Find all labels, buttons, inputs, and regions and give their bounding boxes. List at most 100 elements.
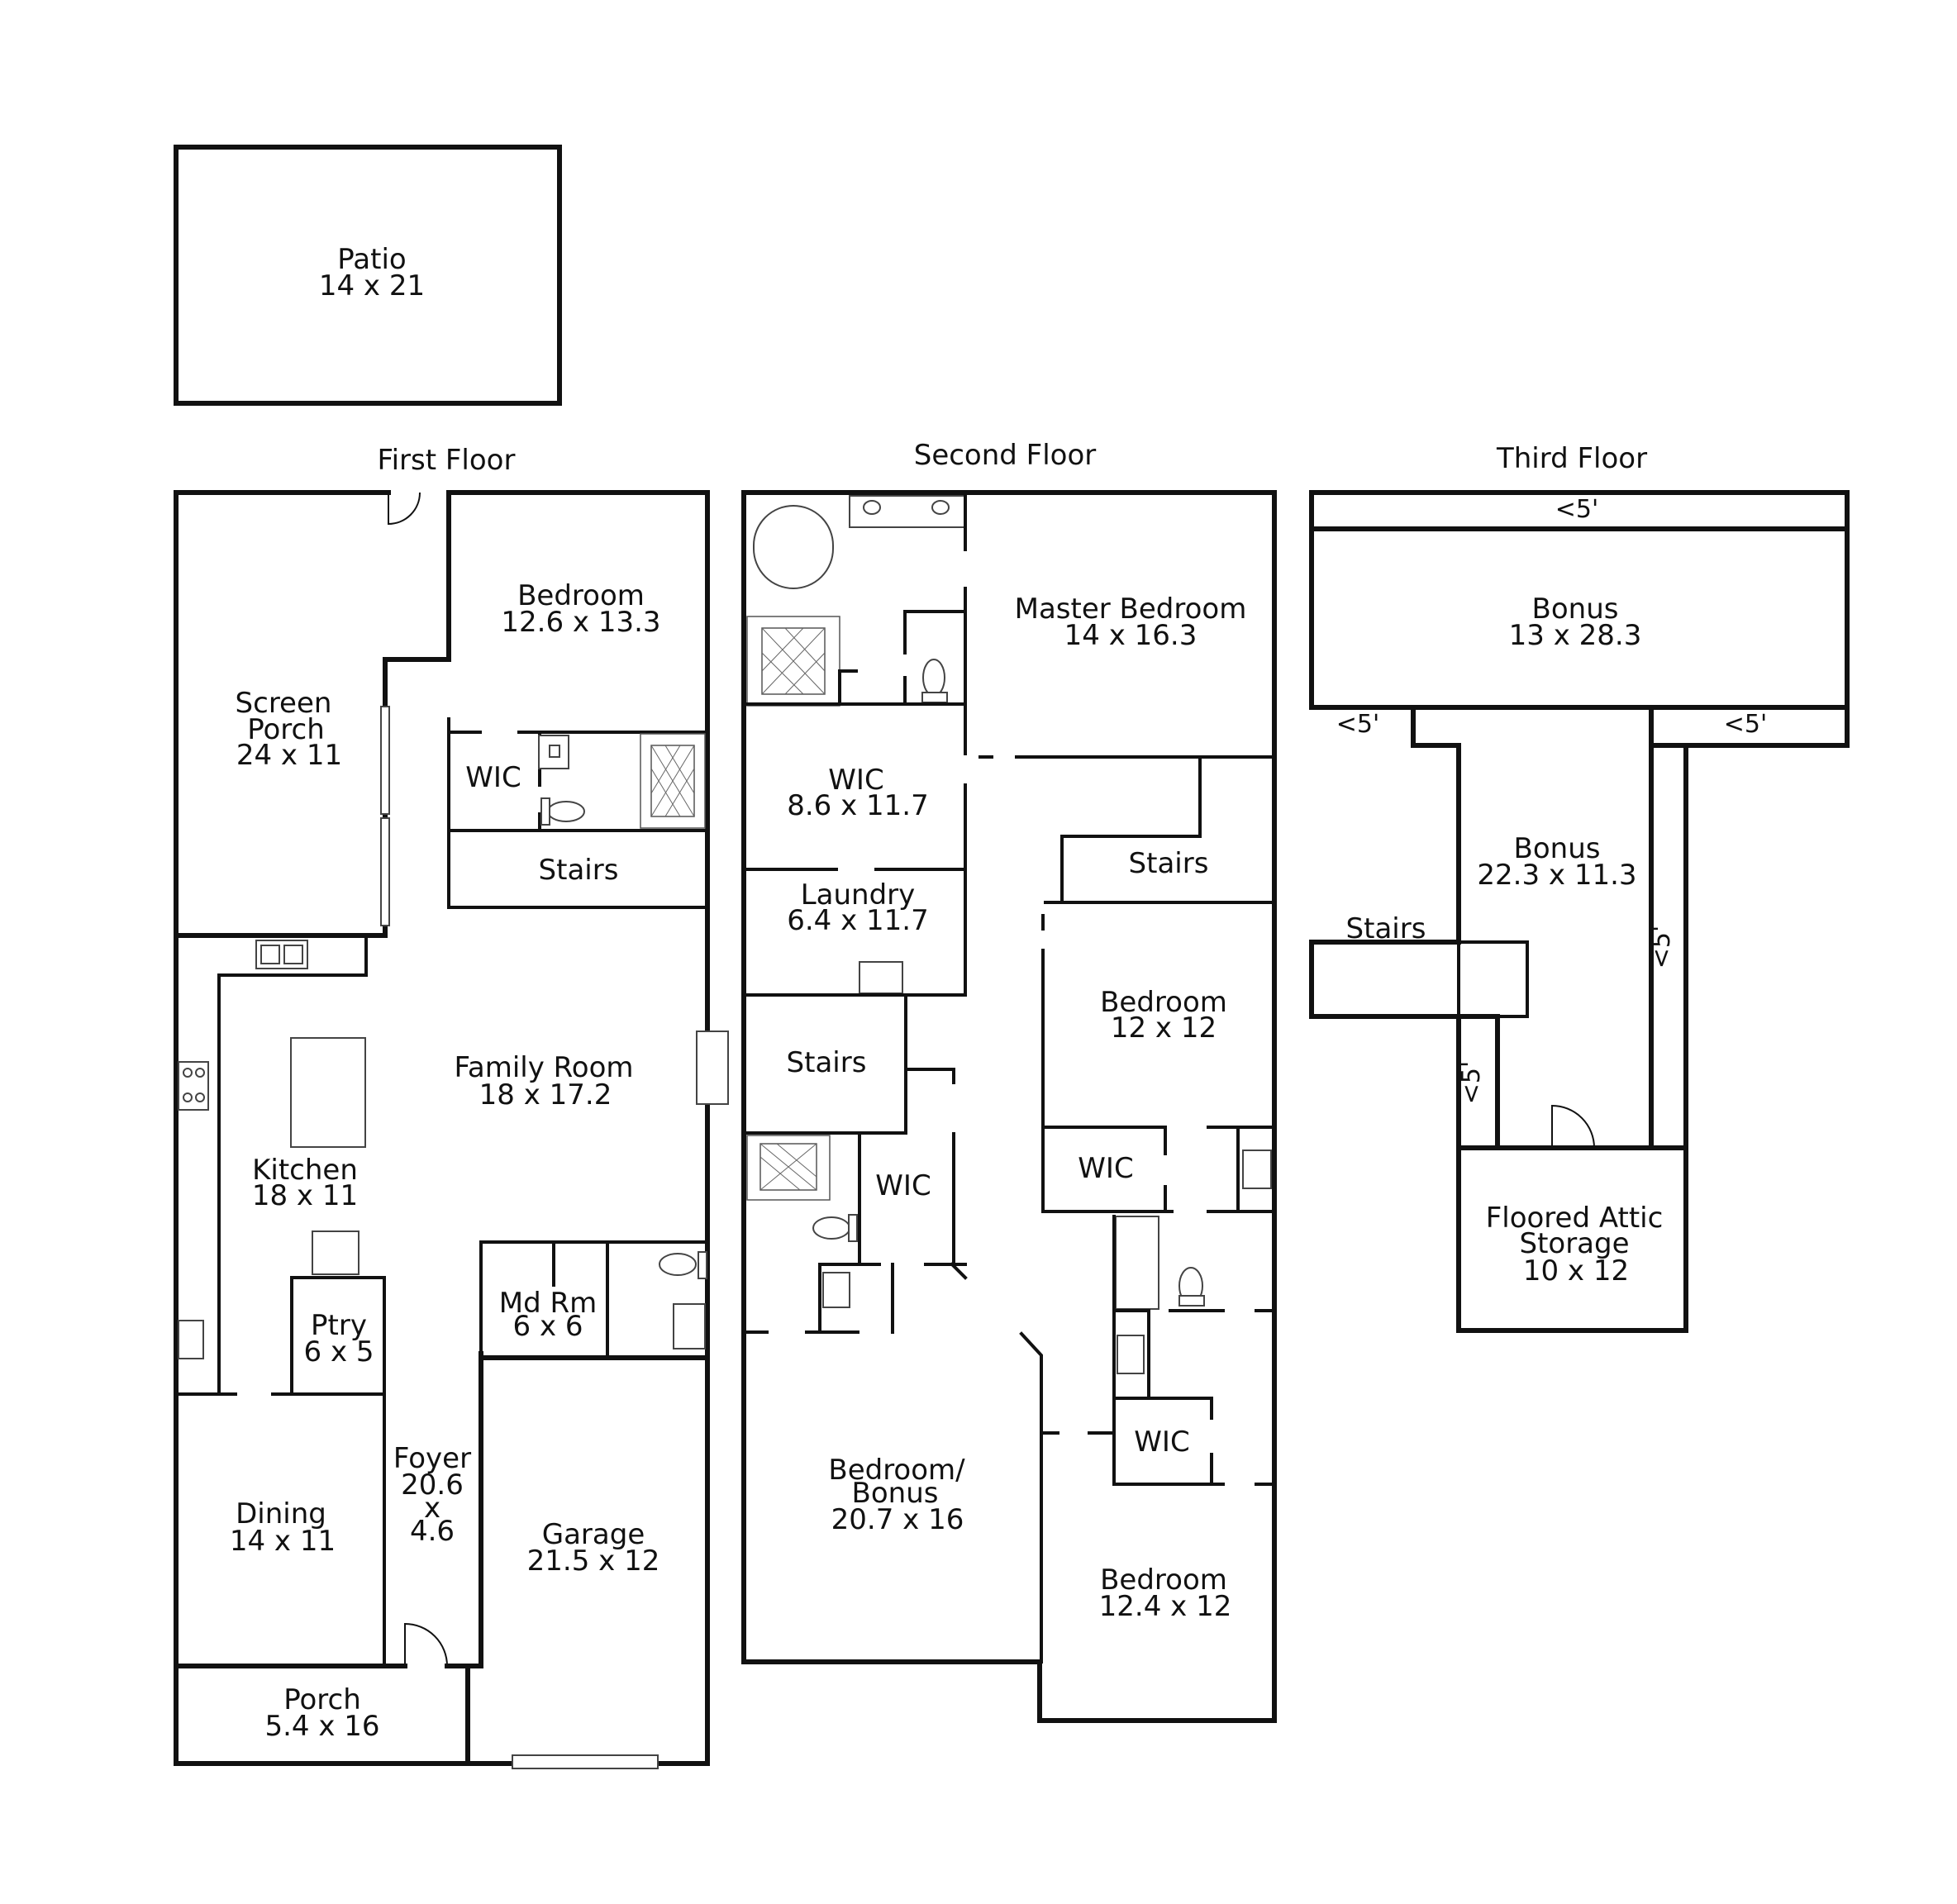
second-wic-master-name: WIC bbox=[828, 764, 883, 797]
bonus-mid-dims: 22.3 x 11.3 bbox=[1477, 859, 1636, 892]
sink-icon bbox=[1242, 1150, 1272, 1189]
third-floor-title: Third Floor bbox=[1496, 442, 1647, 475]
attic-wall bbox=[1456, 1145, 1688, 1333]
toilet-tank bbox=[698, 1251, 707, 1279]
dining-name: Dining bbox=[236, 1497, 326, 1530]
sink-basin bbox=[283, 945, 303, 964]
foyer-name: Foyer bbox=[393, 1442, 471, 1475]
bonus-top-name: Bonus bbox=[1532, 593, 1619, 626]
second-stairs-right-name: Stairs bbox=[1129, 847, 1209, 880]
attic-name-1: Floored Attic bbox=[1486, 1202, 1664, 1235]
patio-dims: 14 x 21 bbox=[319, 269, 425, 302]
shower-icon bbox=[746, 616, 840, 707]
family-room-dims: 18 x 17.2 bbox=[479, 1078, 612, 1111]
attic-door-swing bbox=[1551, 1104, 1595, 1149]
laundry-sink-icon bbox=[859, 961, 903, 994]
wic-lower-name: WIC bbox=[1134, 1426, 1189, 1459]
sink-basin bbox=[931, 500, 950, 515]
family-room-name: Family Room bbox=[454, 1051, 633, 1084]
wic-mid-name: WIC bbox=[1078, 1152, 1133, 1185]
pantry-wall bbox=[290, 1276, 386, 1668]
toilet-icon bbox=[812, 1216, 850, 1240]
foyer-dims-1: 20.6 bbox=[401, 1468, 464, 1502]
patio-group: Patio 14 x 21 bbox=[174, 145, 562, 406]
refrigerator-icon bbox=[312, 1230, 359, 1275]
sliding-door-2 bbox=[380, 817, 390, 926]
attic-name-2: Storage bbox=[1519, 1227, 1629, 1260]
laundry-wall bbox=[742, 957, 967, 997]
second-wic-left-name: WIC bbox=[875, 1169, 931, 1202]
wall-seg bbox=[818, 1263, 861, 1334]
toilet-icon bbox=[922, 659, 945, 697]
garage-dims: 21.5 x 12 bbox=[527, 1545, 660, 1578]
first-wic-name: WIC bbox=[465, 761, 521, 794]
garage-name: Garage bbox=[542, 1518, 645, 1551]
attic-dims: 10 x 12 bbox=[1523, 1254, 1629, 1288]
low-right-label: <5' bbox=[1724, 710, 1767, 739]
third-stairs-name: Stairs bbox=[1346, 912, 1426, 945]
bar-sink-icon bbox=[178, 1320, 204, 1359]
sink-icon bbox=[1117, 1335, 1145, 1374]
low-top-strip bbox=[1309, 490, 1850, 531]
second-floor: Second Floor Master Bedroom 14 x 16.3 WI… bbox=[741, 439, 1277, 1723]
shower-icon bbox=[640, 733, 706, 829]
sink-icon bbox=[822, 1272, 850, 1308]
kitchen-dims: 18 x 11 bbox=[252, 1179, 358, 1212]
wall-seg bbox=[950, 1262, 968, 1280]
master-bedroom-name: Master Bedroom bbox=[1015, 593, 1247, 626]
bathtub-icon bbox=[753, 505, 834, 589]
garage-door-icon bbox=[512, 1754, 659, 1769]
toilet-tank bbox=[848, 1214, 858, 1242]
mudroom-name: Md Rm bbox=[499, 1287, 597, 1320]
second-floor-title: Second Floor bbox=[914, 439, 1097, 472]
fireplace-icon bbox=[696, 1031, 729, 1105]
shower-icon bbox=[746, 1135, 831, 1201]
kitchen-name: Kitchen bbox=[252, 1154, 358, 1187]
back-door-swing bbox=[388, 492, 421, 526]
wic-lower-wall bbox=[1112, 1309, 1225, 1486]
first-bedroom-dims: 12.6 x 13.3 bbox=[501, 606, 660, 639]
second-wic-master-dims: 8.6 x 11.7 bbox=[787, 789, 929, 822]
bedroom-lower-dims: 12.4 x 12 bbox=[1099, 1590, 1232, 1623]
laundry-dims: 6.4 x 11.7 bbox=[787, 904, 929, 937]
toilet-tank bbox=[921, 692, 948, 703]
third-floor: Third Floor <5' Bonus 13 x 28.3 <5' <5' … bbox=[1309, 442, 1850, 1333]
stove-icon bbox=[178, 1061, 209, 1111]
dining-dims: 14 x 11 bbox=[230, 1525, 336, 1558]
sink-icon bbox=[673, 1303, 706, 1349]
low-top-label: <5' bbox=[1555, 495, 1598, 524]
first-floor: First Floor Bedroom 12.6 x 13.3 WIC bbox=[174, 444, 729, 1769]
screen-porch-name-2: Porch bbox=[247, 713, 325, 746]
laundry-name: Laundry bbox=[801, 878, 916, 912]
screen-porch-dims: 24 x 11 bbox=[236, 739, 342, 772]
second-floor-outer-wall bbox=[741, 490, 1277, 1723]
stairs-landing-wall bbox=[1461, 940, 1529, 1018]
first-bedroom-name: Bedroom bbox=[517, 579, 645, 612]
screen-porch-wall bbox=[174, 490, 451, 938]
toilet-icon bbox=[547, 801, 585, 822]
toilet-icon bbox=[659, 1253, 697, 1276]
low-vert-left-label: <5' bbox=[1457, 1061, 1486, 1104]
stairs-left-wall bbox=[742, 993, 907, 1135]
patio-outline bbox=[174, 145, 562, 406]
patio-name: Patio bbox=[337, 243, 406, 276]
low-left-label: <5' bbox=[1336, 710, 1379, 739]
bonus-name-1: Bedroom/ bbox=[828, 1454, 965, 1487]
foyer-dims-3: 4.6 bbox=[410, 1515, 455, 1548]
foyer-dims-2: x bbox=[424, 1492, 440, 1525]
wall-seg bbox=[952, 1132, 967, 1266]
toilet-tank bbox=[540, 797, 550, 826]
bedroom-lower-name: Bedroom bbox=[1100, 1564, 1227, 1597]
first-floor-title: First Floor bbox=[378, 444, 516, 477]
bathtub-icon bbox=[1115, 1216, 1159, 1310]
low-vert-right-label: <5' bbox=[1647, 926, 1676, 969]
first-floor-outer-wall bbox=[174, 490, 710, 1766]
bonus-dims: 20.7 x 16 bbox=[831, 1503, 964, 1536]
pantry-dims: 6 x 5 bbox=[304, 1335, 374, 1368]
sliding-door-1 bbox=[380, 706, 390, 815]
bonus-mid-name: Bonus bbox=[1514, 832, 1601, 865]
first-stairs-name: Stairs bbox=[539, 854, 619, 887]
sink-basin bbox=[549, 745, 560, 758]
bedroom-mid-name: Bedroom bbox=[1100, 986, 1227, 1019]
bedroom-mid-dims: 12 x 12 bbox=[1111, 1011, 1217, 1045]
